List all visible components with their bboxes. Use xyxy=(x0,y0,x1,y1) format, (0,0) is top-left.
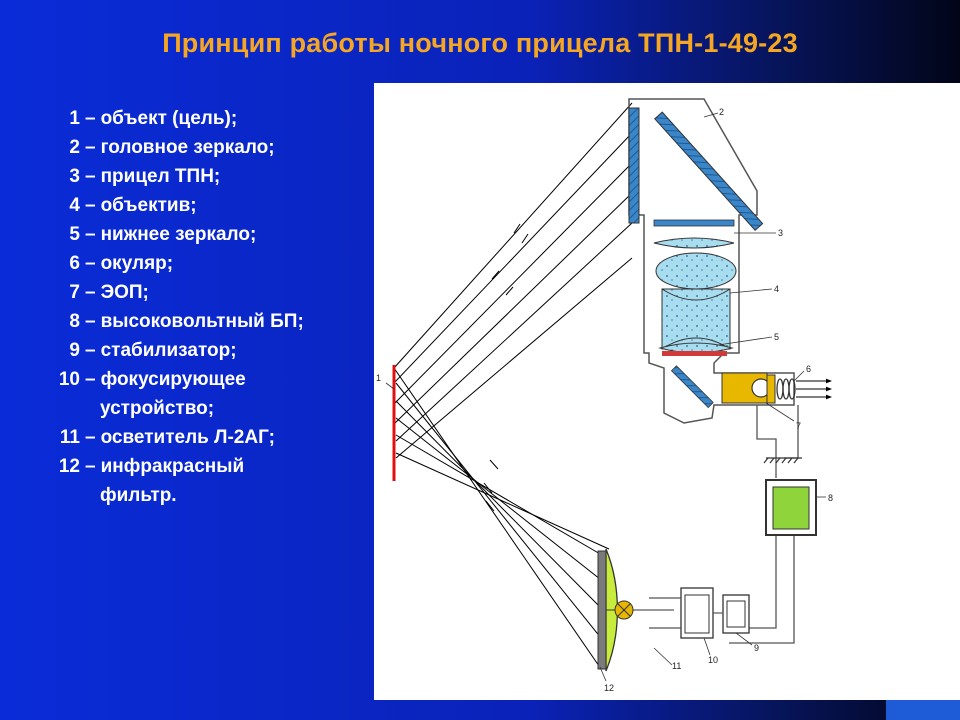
callout-8: 8 xyxy=(828,493,833,503)
legend-item-4: 4–объектив; xyxy=(30,191,360,220)
ground-symbol xyxy=(763,457,802,464)
legend-separator: – xyxy=(85,108,96,129)
legend-separator: – xyxy=(85,340,96,361)
legend-number: 8 xyxy=(69,311,80,332)
legend-item-3: 3–прицел ТПН; xyxy=(30,162,360,191)
legend-separator: – xyxy=(85,195,96,216)
ir-filter xyxy=(597,550,607,670)
callout-11: 11 xyxy=(672,661,681,671)
legend-text: головное зеркало; xyxy=(100,137,275,158)
legend-number: 10 xyxy=(58,369,80,390)
legend-number: 12 xyxy=(58,456,80,477)
legend-text: стабилизатор; xyxy=(100,340,237,361)
legend-separator: – xyxy=(85,224,96,245)
legend-list: 1–объект (цель); 2–головное зеркало; 3–п… xyxy=(30,104,360,510)
legend-number: 9 xyxy=(69,340,80,361)
legend-item-1: 1–объект (цель); xyxy=(30,104,360,133)
legend-text: прицел ТПН; xyxy=(100,166,221,187)
legend-separator: – xyxy=(85,427,96,448)
callout-9: 9 xyxy=(754,643,759,653)
image-converter-ring xyxy=(766,374,776,404)
head-mirror-slanted xyxy=(654,111,764,231)
legend-text: ЭОП; xyxy=(100,282,149,303)
callout-4: 4 xyxy=(774,284,779,294)
legend-text: инфракрасный xyxy=(100,456,245,477)
sight-diagram: 1 2 3 4 5 6 7 8 9 10 11 12 xyxy=(376,98,833,693)
lamp-filament xyxy=(617,603,631,617)
focusing-device-inner xyxy=(684,594,710,634)
legend-separator: – xyxy=(85,166,96,187)
legend-separator: – xyxy=(85,311,96,332)
legend-text: осветитель Л-2АГ; xyxy=(100,427,275,448)
legend-text: фокусирующее xyxy=(100,369,246,390)
callout-7: 7 xyxy=(796,421,801,431)
legend-item-2: 2–головное зеркало; xyxy=(30,133,360,162)
illuminator-wiring xyxy=(649,597,723,629)
legend-number: 11 xyxy=(59,427,80,448)
head-mirror xyxy=(628,107,640,224)
legend-separator: – xyxy=(85,456,96,477)
legend-separator: – xyxy=(85,253,96,274)
legend-separator: – xyxy=(85,137,96,158)
protective-glass xyxy=(653,219,735,227)
legend-number: 7 xyxy=(69,282,80,303)
callout-2: 2 xyxy=(719,107,724,117)
legend-continuation: устройство; xyxy=(100,398,215,419)
eyepiece-rays xyxy=(796,378,832,400)
callout-1: 1 xyxy=(376,373,381,383)
legend-text: окуляр; xyxy=(100,253,174,274)
slide-corner-accent xyxy=(886,700,960,720)
page-title: Принцип работы ночного прицела ТПН-1-49-… xyxy=(162,28,798,58)
callout-10: 10 xyxy=(708,655,718,665)
legend-item-6: 6–окуляр; xyxy=(30,249,360,278)
high-voltage-psu-core xyxy=(772,486,810,530)
eyepiece xyxy=(776,378,796,400)
legend-separator: – xyxy=(85,369,96,390)
legend-item-9: 9–стабилизатор; xyxy=(30,336,360,365)
legend-number: 2 xyxy=(69,137,80,158)
callout-5: 5 xyxy=(774,332,779,342)
diagram-panel: 1 2 3 4 5 6 7 8 9 10 11 12 xyxy=(374,83,960,700)
ir-beam-outgoing xyxy=(393,367,610,667)
legend-item-5: 5–нижнее зеркало; xyxy=(30,220,360,249)
callout-leaders xyxy=(385,112,826,682)
legend-item-10: 10–фокусирующее xyxy=(30,365,360,394)
legend-item-7: 7–ЭОП; xyxy=(30,278,360,307)
legend-text: объектив; xyxy=(100,195,197,216)
legend-number: 1 xyxy=(69,108,80,129)
callout-3: 3 xyxy=(778,228,783,238)
legend-item-11: 11–осветитель Л-2АГ; xyxy=(30,423,360,452)
legend-number: 3 xyxy=(69,166,80,187)
legend-item-8: 8–высоковольтный БП; xyxy=(30,307,360,336)
callout-12: 12 xyxy=(604,683,614,693)
legend-text: объект (цель); xyxy=(100,108,238,129)
legend-number: 5 xyxy=(69,224,80,245)
stabilizer-inner xyxy=(726,600,746,628)
legend-text: нижнее зеркало; xyxy=(100,224,257,245)
legend-item-12: 12–инфракрасный xyxy=(30,452,360,481)
legend-text: высоковольтный БП; xyxy=(100,311,304,332)
lower-mirror xyxy=(670,365,714,409)
reflected-beam xyxy=(393,102,633,459)
callout-6: 6 xyxy=(806,364,811,374)
legend-continuation: фильтр. xyxy=(100,485,177,506)
legend-number: 4 xyxy=(69,195,80,216)
legend-number: 6 xyxy=(69,253,80,274)
objective-diaphragm xyxy=(662,351,727,356)
legend-separator: – xyxy=(85,282,96,303)
objective-lens xyxy=(653,237,737,354)
